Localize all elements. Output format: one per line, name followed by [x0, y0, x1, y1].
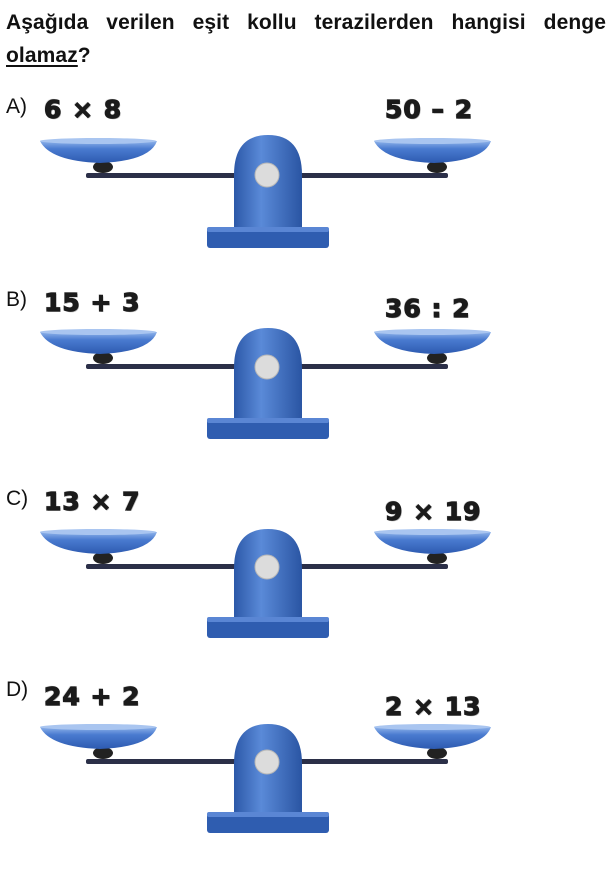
- option-a[interactable]: A) 6 × 8 50 – 2: [0, 94, 614, 295]
- option-d[interactable]: D) 24 + 2 2 × 13: [0, 678, 614, 878]
- right-expression: 9 × 19: [384, 496, 482, 526]
- question-emphasis: olamaz: [6, 44, 78, 67]
- left-expression: 24 + 2: [43, 681, 141, 711]
- option-label: A): [6, 95, 27, 118]
- option-label: B): [6, 288, 27, 311]
- balance-scale-icon: [40, 328, 491, 439]
- balance-scale-icon: [40, 135, 491, 248]
- option-label: C): [6, 487, 29, 510]
- right-expression: 2 × 13: [384, 691, 482, 721]
- left-expression: 6 × 8: [43, 94, 123, 124]
- option-c[interactable]: C) 13 × 7 9 × 19: [0, 486, 614, 687]
- question-main: Aşağıda verilen eşit kollu terazilerden …: [6, 11, 606, 34]
- right-expression: 36 : 2: [384, 293, 471, 323]
- option-b[interactable]: B) 15 + 3 36 : 2: [0, 287, 614, 488]
- question-text: Aşağıda verilen eşit kollu terazilerden …: [6, 6, 606, 72]
- balance-scale-icon: [40, 724, 491, 833]
- question-mark: ?: [77, 44, 91, 67]
- balance-scale-icon: [40, 529, 491, 638]
- right-expression: 50 – 2: [384, 94, 474, 124]
- left-expression: 15 + 3: [43, 287, 141, 317]
- left-expression: 13 × 7: [43, 486, 141, 516]
- option-label: D): [6, 678, 29, 701]
